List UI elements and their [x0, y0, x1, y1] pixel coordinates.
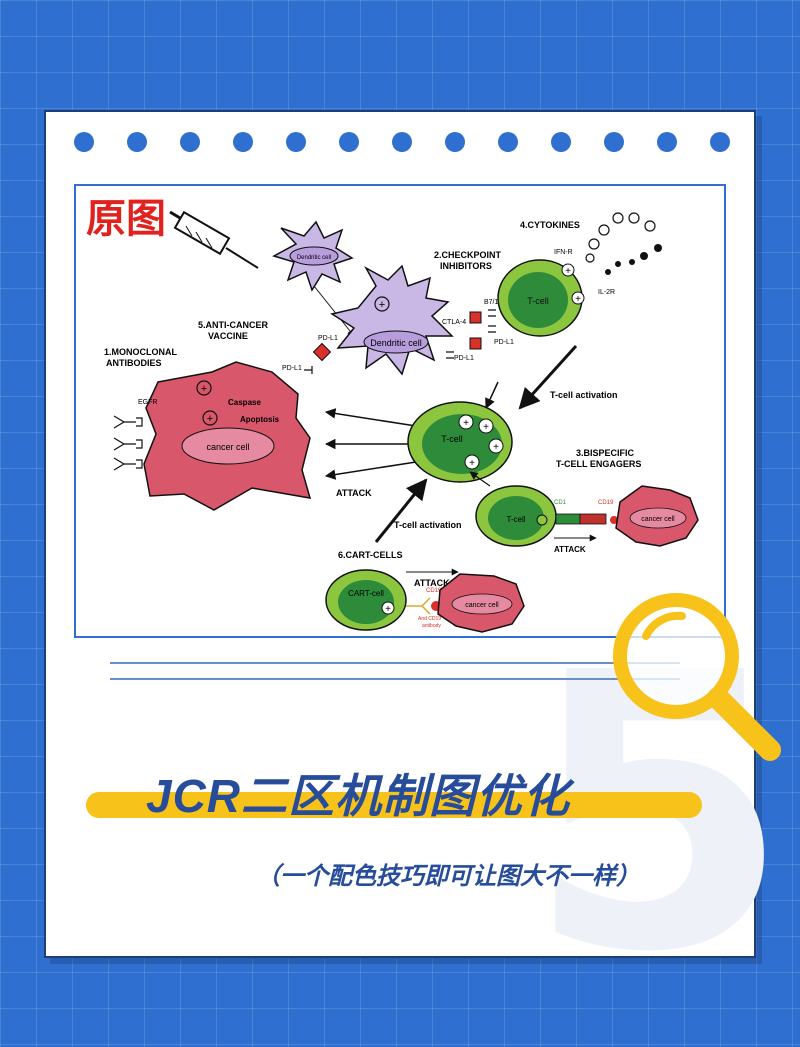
- monoclonal-label-1: 1.MONOCLONAL: [104, 347, 178, 357]
- binder-hole: [604, 132, 624, 152]
- vaccine-label-2: VACCINE: [208, 331, 248, 341]
- pdl1-label-cancer: PD-L1: [282, 365, 302, 372]
- checkpoint-label-1: 2.CHECKPOINT: [434, 250, 502, 260]
- binder-hole: [657, 132, 677, 152]
- dendritic-small-label: Dendritic cell: [297, 255, 331, 261]
- figure-frame: 原图 Dendritic cell Dendritic cell +: [74, 184, 726, 638]
- mechanism-diagram: 原图 Dendritic cell Dendritic cell +: [86, 197, 699, 633]
- tcell-activation-label-top: T-cell activation: [550, 390, 618, 400]
- pdl1-label-dc2: PD-L1: [454, 355, 474, 362]
- binder-hole: [710, 132, 730, 152]
- binder-hole: [498, 132, 518, 152]
- apoptosis-label: Apoptosis: [240, 415, 280, 424]
- binder-hole: [392, 132, 412, 152]
- cancer-cell-bispecific-label: cancer cell: [641, 516, 675, 523]
- cart-label: 6.CART-CELLS: [338, 550, 403, 560]
- cytokine-particles-dark: [605, 244, 662, 275]
- page-title: JCR二区机制图优化: [146, 770, 571, 822]
- cd19-antibody-label-2: antibody: [422, 623, 441, 629]
- binder-hole: [286, 132, 306, 152]
- bispecific-label-1: 3.BISPECIFIC: [576, 448, 635, 458]
- tcell-bispecific-label: T-cell: [506, 515, 525, 524]
- cd19-label-cart: CD19: [426, 588, 442, 594]
- cytokines-label: 4.CYTOKINES: [520, 220, 580, 230]
- plus-sign: +: [385, 604, 391, 615]
- binder-hole: [180, 132, 200, 152]
- dendritic-cell-main: [330, 264, 454, 376]
- checkpoint-label-2: INHIBITORS: [440, 261, 492, 271]
- plus-sign: +: [469, 458, 475, 469]
- plus-sign: +: [483, 422, 489, 433]
- cd19-label-bispecific: CD19: [598, 500, 614, 506]
- plus-sign: +: [379, 299, 385, 311]
- attack-label-cart: ATTACK: [414, 578, 450, 588]
- divider-line: [110, 662, 680, 664]
- plus-sign: +: [207, 413, 213, 425]
- cd1-label: CD1: [554, 500, 567, 506]
- plus-sign: +: [493, 442, 499, 453]
- plus-sign: +: [565, 266, 571, 277]
- binder-hole: [339, 132, 359, 152]
- plus-sign: +: [575, 294, 581, 305]
- tcell-center-label: T-cell: [441, 434, 463, 444]
- syringe-icon: [169, 210, 259, 269]
- cart-cell-label: CART-cell: [348, 589, 384, 598]
- attack-label-bispecific: ATTACK: [554, 545, 586, 554]
- cancer-cell-label: cancer cell: [206, 442, 249, 452]
- notebook-card: 5 原图: [44, 110, 790, 1035]
- binder-holes: [74, 132, 734, 156]
- plus-sign: +: [463, 418, 469, 429]
- egfr-label: EGFR: [138, 399, 157, 406]
- pdl1-label-dc: PD-L1: [318, 335, 338, 342]
- bispecific-label-2: T-CELL ENGAGERS: [556, 459, 641, 469]
- binder-hole: [233, 132, 253, 152]
- cd19-antibody-label-1: And CD19: [418, 616, 441, 622]
- divider-line: [110, 678, 680, 680]
- tcell-activation-label-bottom: T-cell activation: [394, 520, 462, 530]
- caspase-label: Caspase: [228, 398, 261, 407]
- vaccine-label-1: 5.ANTI-CANCER: [198, 320, 269, 330]
- pdl1-label-tcell: PD-L1: [494, 339, 514, 346]
- cytokine-particles: [585, 212, 656, 263]
- binder-hole: [551, 132, 571, 152]
- dendritic-main-label: Dendritic cell: [370, 338, 422, 348]
- ifnr-label: IFN-R: [554, 249, 573, 256]
- b71-label: B7/1: [484, 299, 499, 306]
- page-subtitle: （一个配色技巧即可让图大不一样）: [256, 863, 640, 890]
- plus-sign: +: [201, 383, 207, 395]
- monoclonal-label-2: ANTIBODIES: [106, 358, 162, 368]
- original-badge: 原图: [86, 197, 166, 241]
- antibody-icons: [113, 415, 143, 471]
- tcell-top-label: T-cell: [527, 296, 549, 306]
- title-highlight: [86, 792, 702, 818]
- ctla4-label: CTLA-4: [442, 319, 466, 326]
- il2r-label: IL-2R: [598, 289, 615, 296]
- attack-label-main: ATTACK: [336, 488, 372, 498]
- binder-hole: [127, 132, 147, 152]
- binder-hole: [445, 132, 465, 152]
- cancer-cell-cart-label: cancer cell: [465, 602, 499, 609]
- binder-hole: [74, 132, 94, 152]
- magnifier-icon: [613, 593, 781, 761]
